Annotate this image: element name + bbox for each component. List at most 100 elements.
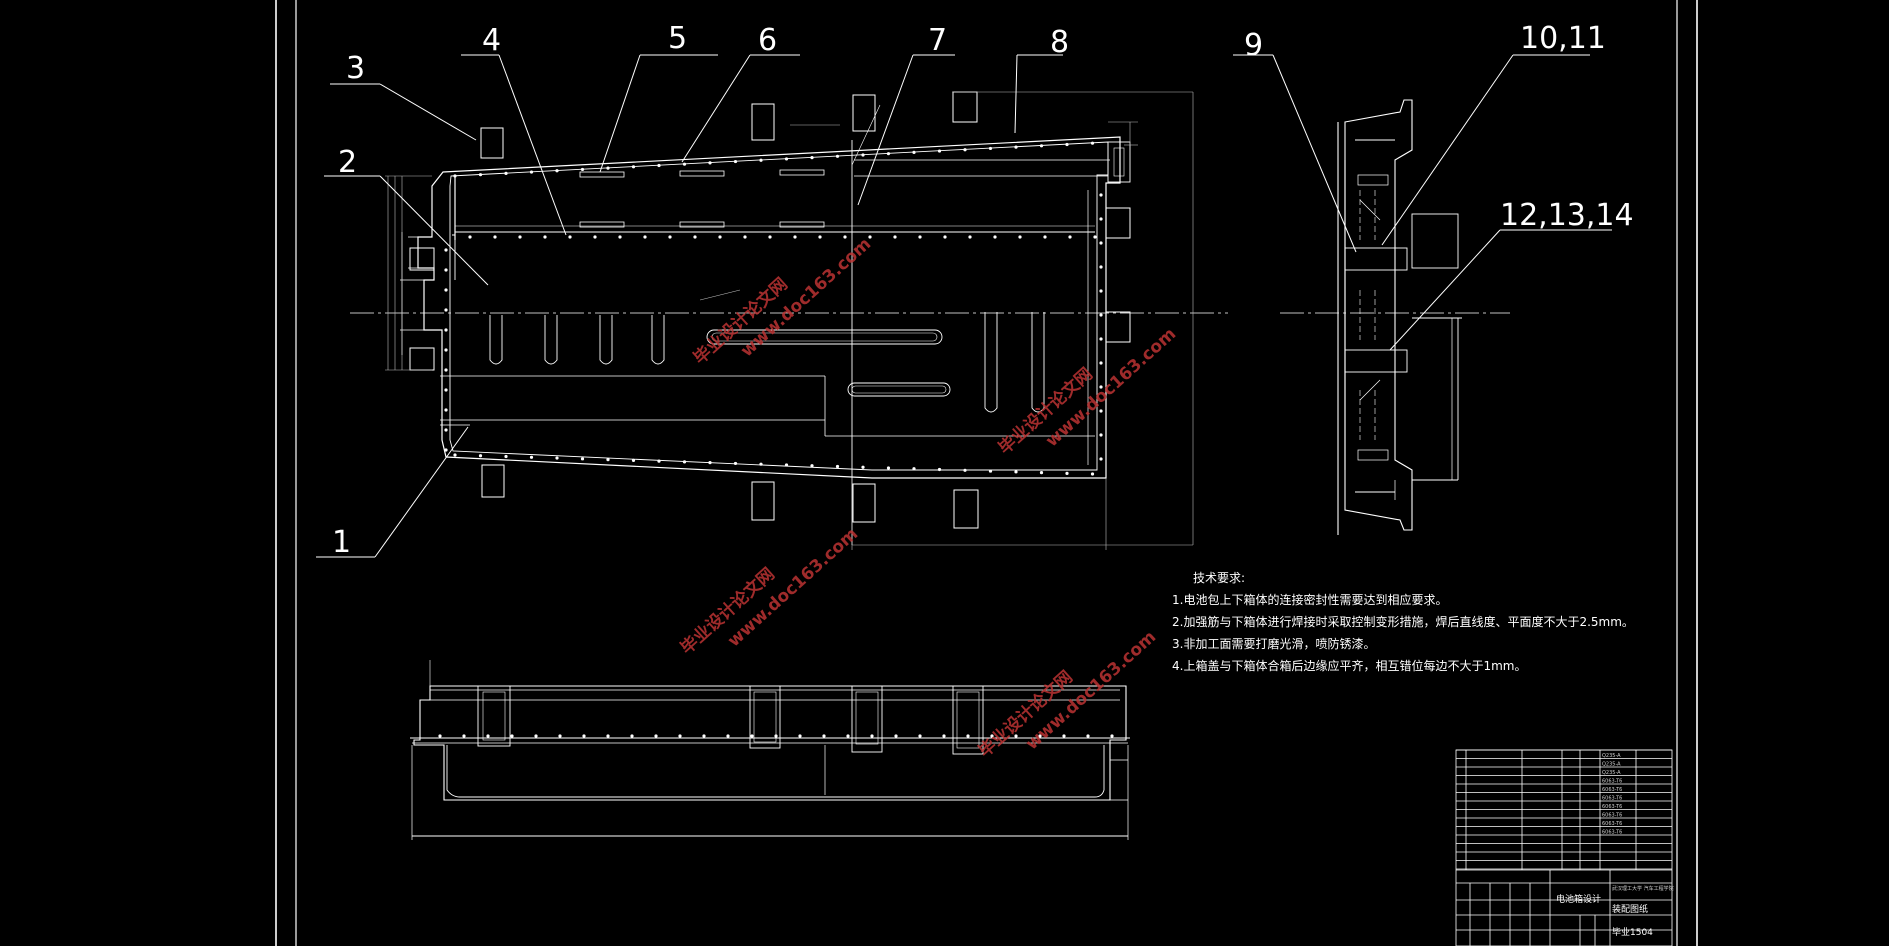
balloon-7: 7: [928, 23, 947, 58]
bolt-hole: [733, 461, 738, 466]
bolt-hole: [759, 158, 763, 162]
bolt-hole: [990, 734, 994, 738]
bolt-hole: [1099, 241, 1103, 245]
bolt-hole: [702, 734, 706, 738]
bolt-hole: [444, 308, 448, 312]
bolt-hole: [1068, 235, 1072, 239]
technical-requirements: 技术要求: 1.电池包上下箱体的连接密封性需要达到相应要求。 2.加强筋与下箱体…: [1172, 571, 1634, 673]
bolt-hole: [1039, 470, 1044, 475]
bolt-hole: [1099, 217, 1103, 221]
drawing-number: 毕业1504: [1612, 926, 1653, 938]
bolt-hole: [444, 248, 448, 252]
bolt-hole: [668, 235, 672, 239]
bolt-hole: [861, 153, 865, 157]
parts-list-material: 6063-T6: [1602, 821, 1622, 827]
balloon-9: 9: [1244, 28, 1263, 63]
bolt-hole: [1099, 433, 1103, 437]
bolt-hole: [937, 467, 942, 472]
bolt-hole: [657, 163, 661, 168]
bolt-hole: [1093, 235, 1097, 239]
bolt-hole: [555, 169, 559, 173]
bolt-hole: [682, 460, 687, 464]
bolt-hole: [966, 734, 970, 738]
school-name: 武汉理工大学 汽车工程学院: [1612, 885, 1674, 892]
bolt-hole: [868, 235, 872, 239]
bolt-holes: [444, 141, 1103, 476]
bolt-hole: [606, 457, 610, 462]
balloon-5: 5: [668, 21, 687, 56]
bolt-hole: [886, 466, 891, 470]
bolt-hole: [1110, 734, 1114, 738]
bolt-hole: [793, 235, 797, 239]
bolt-hole: [1018, 235, 1022, 239]
balloon-3: 3: [346, 51, 365, 86]
dimension-lines: [385, 91, 1194, 550]
bolt-hole: [1099, 409, 1103, 413]
drawing-frame: [275, 0, 1698, 946]
tech-req-item-3: 3.非加工面需要打磨光滑，喷防锈漆。: [1172, 636, 1375, 651]
bolt-hole: [968, 235, 972, 239]
tech-req-title: 技术要求:: [1193, 571, 1245, 585]
bolt-hole: [444, 268, 448, 272]
parts-list-material: 6063-T6: [1602, 830, 1622, 836]
bolt-hole: [1014, 145, 1018, 149]
bolt-hole: [893, 235, 897, 239]
parts-list-material: 6063-T6: [1602, 813, 1622, 819]
bolt-hole: [988, 146, 993, 151]
parts-list-material: 6063-T6: [1602, 796, 1622, 802]
bolt-hole: [759, 462, 763, 466]
title-block-texts: Q235-AQ235-AQ235-A6063-T66063-T66063-T66…: [1556, 753, 1674, 938]
bolt-hole: [543, 235, 547, 239]
bolt-hole: [1065, 471, 1069, 475]
bolt-hole: [1038, 734, 1042, 738]
bolt-hole: [733, 159, 738, 164]
bolt-hole: [743, 235, 747, 239]
bolt-hole: [529, 455, 534, 459]
bolt-hole: [444, 428, 448, 432]
bolt-hole: [468, 235, 472, 239]
bolt-hole: [654, 734, 658, 738]
battery-box-side-view: [1337, 99, 1462, 535]
bolt-hole: [444, 288, 448, 292]
bolt-hole: [810, 464, 814, 468]
bolt-hole: [774, 734, 778, 738]
front-view-bolts: [438, 734, 1114, 738]
bolt-hole: [444, 328, 448, 332]
bolt-hole: [1065, 142, 1069, 147]
bolt-hole: [708, 461, 712, 465]
bolt-hole: [993, 235, 997, 239]
parts-list-material: 6063-T6: [1602, 804, 1622, 810]
bolt-hole: [708, 161, 712, 165]
bolt-hole: [798, 734, 802, 738]
bolt-hole: [606, 166, 610, 170]
bolt-hole: [894, 734, 898, 738]
drawing-name: 电池箱设计: [1556, 893, 1601, 905]
bolt-hole: [444, 368, 448, 372]
bolt-hole: [631, 458, 636, 462]
balloon-12-13-14: 12,13,14: [1500, 198, 1634, 233]
balloon-1: 1: [332, 525, 351, 560]
bolt-hole: [1086, 734, 1090, 738]
bolt-hole: [580, 457, 585, 461]
bolt-hole: [504, 171, 508, 175]
bolt-hole: [630, 734, 634, 738]
bolt-hole: [631, 165, 636, 169]
tech-req-item-4: 4.上箱盖与下箱体合箱后边缘应平齐，相互错位每边不大于1mm。: [1172, 658, 1526, 673]
bolt-hole: [1014, 734, 1018, 738]
bolt-hole: [963, 148, 967, 152]
bolt-hole: [1043, 235, 1047, 239]
bolt-hole: [988, 469, 993, 473]
bolt-hole: [593, 235, 597, 239]
bolt-hole: [682, 162, 687, 166]
bolt-hole: [504, 454, 508, 459]
balloon-8: 8: [1050, 25, 1069, 60]
bolt-hole: [918, 734, 922, 738]
bolt-hole: [493, 235, 497, 239]
bolt-hole: [438, 734, 442, 738]
balloon-6: 6: [758, 23, 777, 58]
battery-box-top-view: [400, 91, 1131, 545]
battery-box-front-view: [410, 660, 1130, 840]
bolt-hole: [846, 734, 850, 738]
bolt-hole: [1099, 289, 1103, 293]
